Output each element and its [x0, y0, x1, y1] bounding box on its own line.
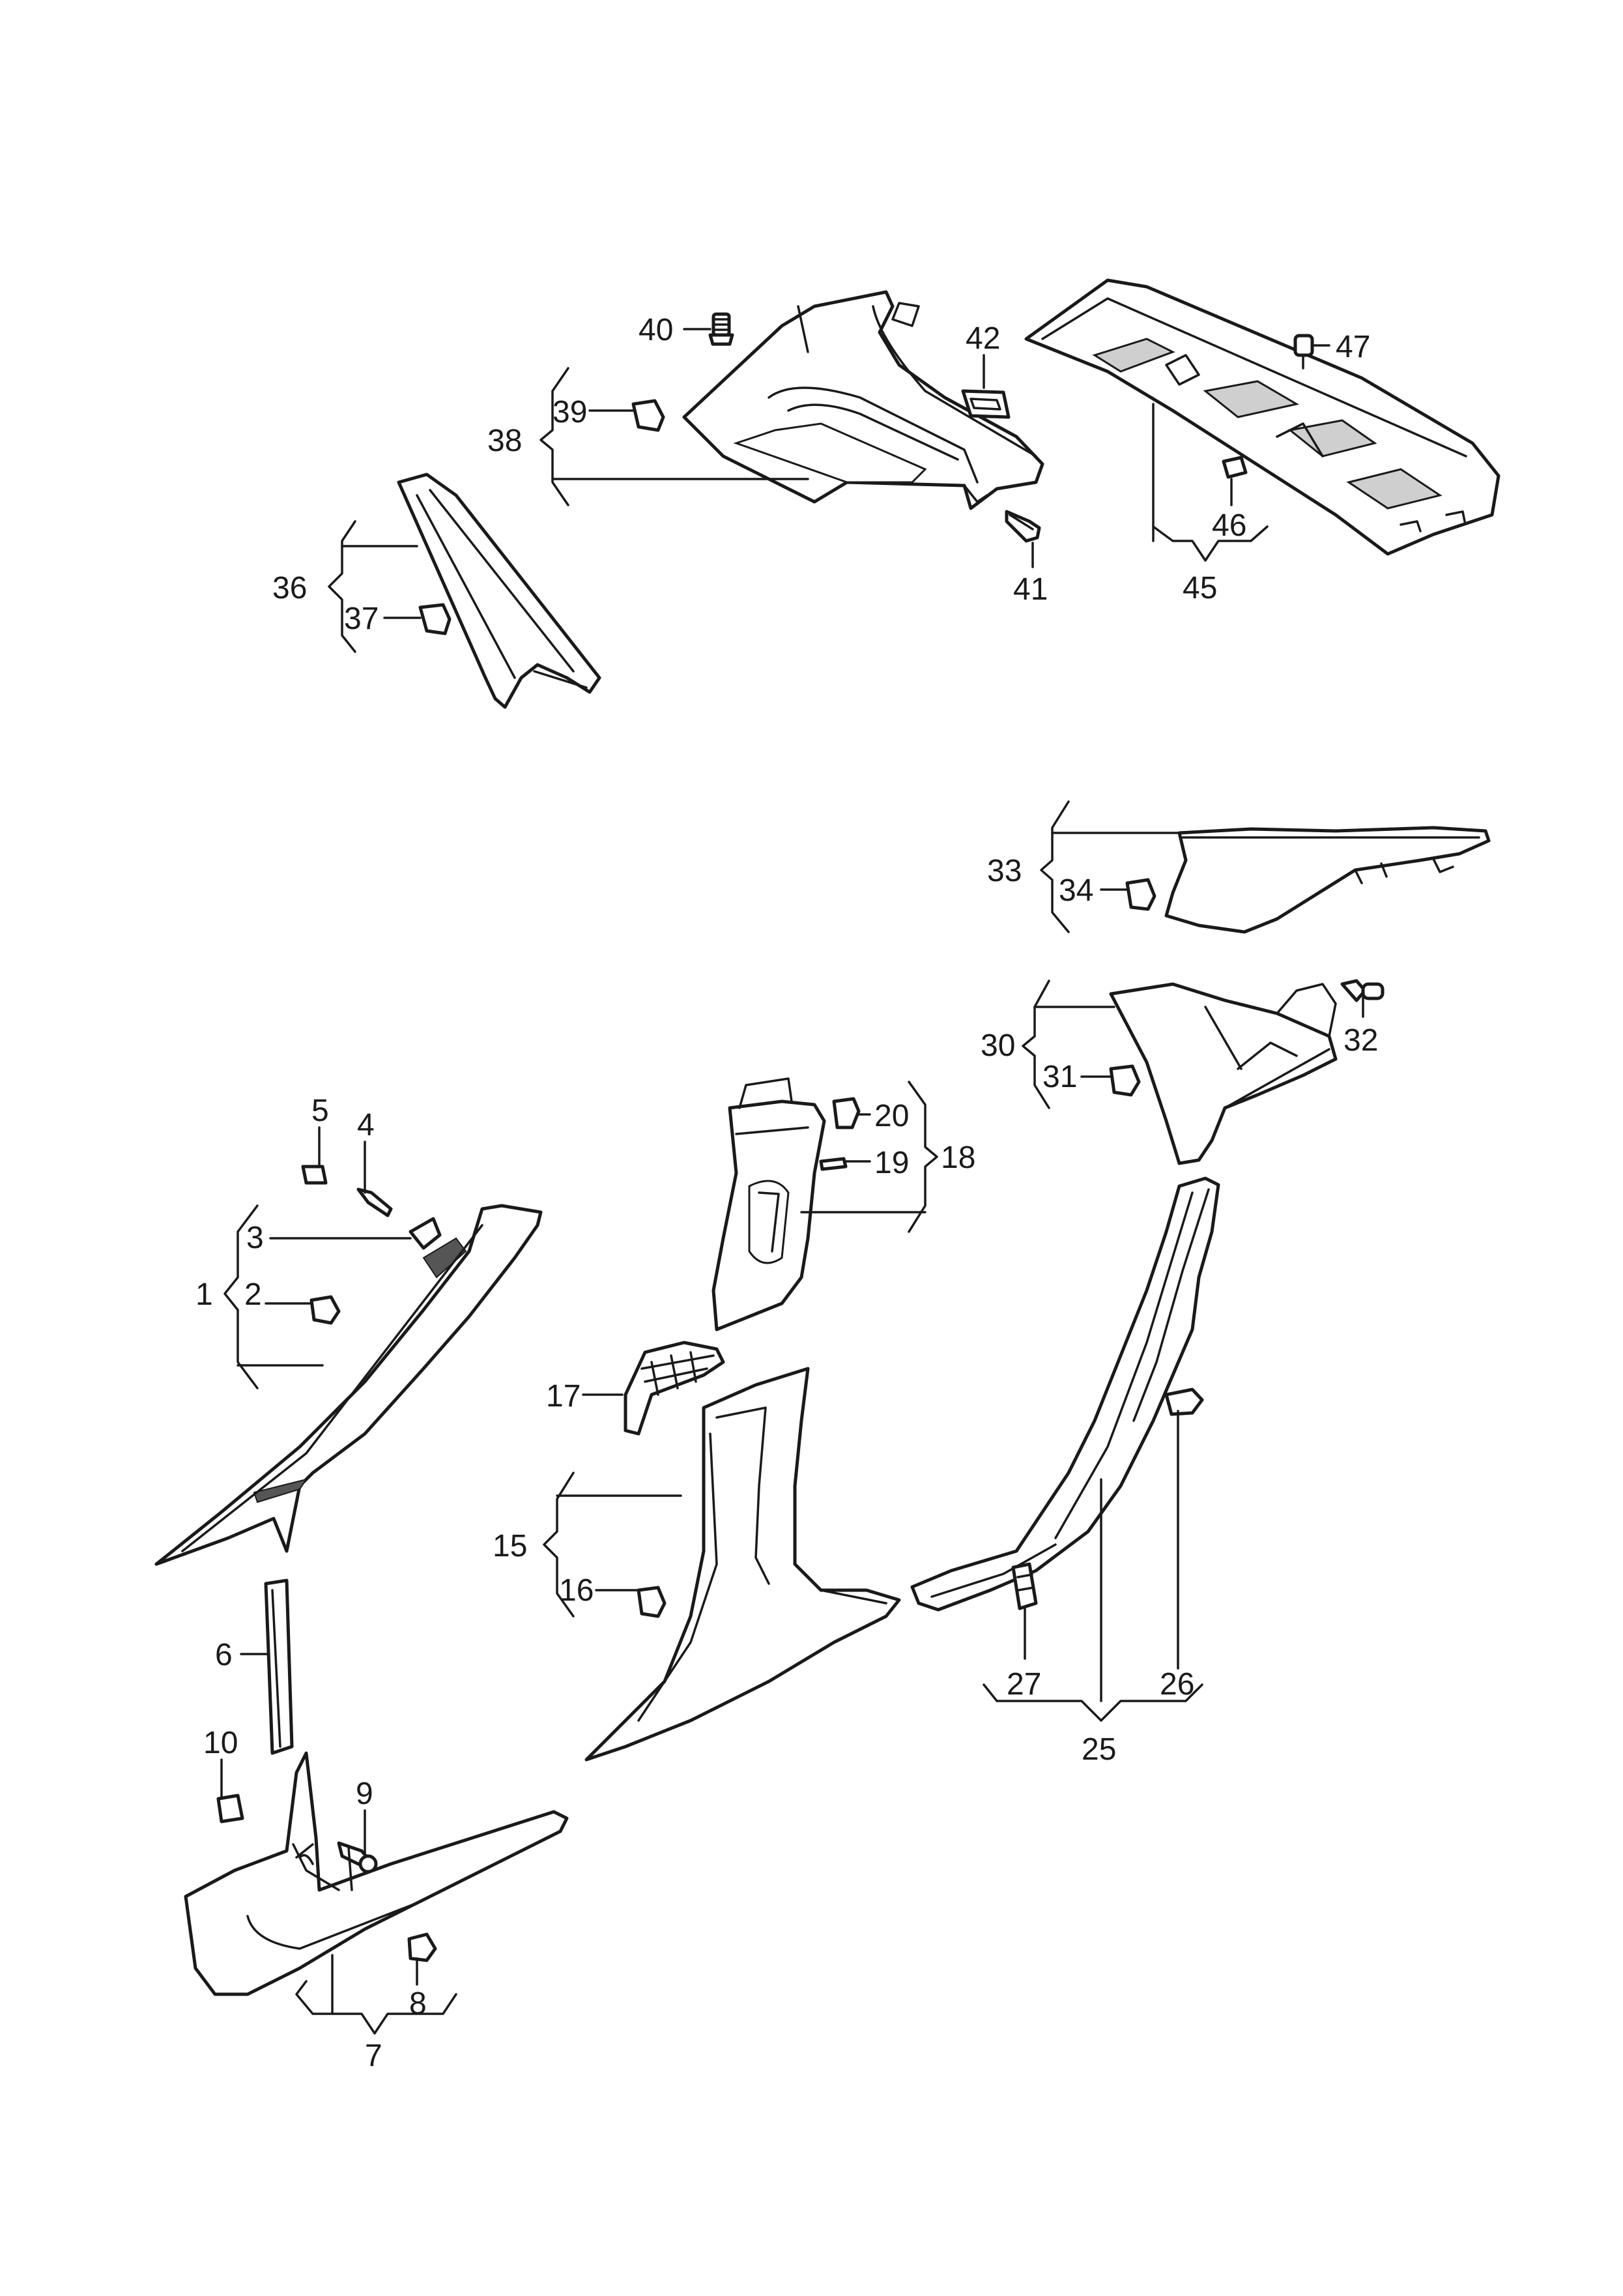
callout-9: 9 [356, 1777, 373, 1811]
callout-39: 39 [553, 395, 587, 429]
callout-15: 15 [493, 1529, 527, 1563]
part-20-clip [832, 1097, 861, 1129]
callout-34: 34 [1059, 873, 1093, 908]
part-17-bracket [624, 1341, 725, 1436]
callout-6: 6 [215, 1638, 233, 1672]
callout-7: 7 [365, 2039, 382, 2073]
callout-5: 5 [311, 1094, 329, 1128]
part-40-screw [708, 312, 734, 346]
part-33-trim [1164, 826, 1491, 934]
part-26-clip [1164, 1388, 1204, 1416]
part-34-clip [1125, 878, 1156, 911]
callout-labels: 1 2 3 4 5 6 7 8 9 10 15 16 17 18 19 20 2… [195, 313, 1378, 2073]
callout-41: 41 [1013, 572, 1048, 607]
part-31-clip [1109, 1064, 1141, 1097]
part-15-b-pillar-lower [584, 1367, 901, 1762]
callout-27: 27 [1007, 1667, 1041, 1702]
callout-19: 19 [874, 1146, 909, 1180]
part-30-trim [1109, 982, 1338, 1165]
part-9-bolt [337, 1841, 378, 1874]
part-8-clip [407, 1932, 437, 1962]
callout-16: 16 [559, 1573, 594, 1608]
part-16-clip [637, 1586, 667, 1618]
part-27-clip [1011, 1562, 1038, 1610]
part-41-bolt [1005, 510, 1041, 543]
callout-36: 36 [272, 571, 307, 605]
callout-20: 20 [874, 1099, 909, 1133]
part-37-clip [418, 603, 452, 635]
part-18-b-pillar-upper [711, 1077, 826, 1331]
callout-1: 1 [195, 1277, 213, 1312]
callout-40: 40 [639, 313, 673, 347]
callout-38: 38 [487, 424, 522, 458]
part-4-bolt [356, 1187, 393, 1217]
callout-4: 4 [357, 1108, 375, 1142]
callout-3: 3 [246, 1221, 264, 1255]
callout-18: 18 [941, 1141, 975, 1175]
callout-46: 46 [1212, 508, 1246, 543]
part-5-push-pin [301, 1165, 328, 1185]
part-45-rear-trim [1024, 278, 1501, 556]
callout-8: 8 [409, 1986, 427, 2021]
part-6-strip [264, 1578, 294, 1755]
callout-17: 17 [546, 1379, 581, 1414]
part-38-c-pillar-trim [682, 290, 1044, 510]
callout-33: 33 [987, 854, 1022, 888]
callout-26: 26 [1160, 1667, 1194, 1702]
part-19-plate [819, 1157, 848, 1171]
part-7-sill-trim [184, 1751, 569, 1996]
callout-42: 42 [966, 321, 1000, 356]
callout-37: 37 [344, 602, 379, 636]
callout-45: 45 [1183, 571, 1217, 605]
part-39-clip [631, 399, 665, 432]
callout-47: 47 [1336, 330, 1370, 364]
part-36-pillar-trim [397, 472, 601, 709]
part-3-bracket [409, 1217, 442, 1250]
callout-32: 32 [1343, 1023, 1378, 1058]
leader-lines [220, 328, 1364, 2035]
part-2-clip [309, 1295, 341, 1325]
callout-31: 31 [1042, 1060, 1077, 1094]
part-10-clip [216, 1794, 244, 1824]
callout-10: 10 [203, 1726, 238, 1760]
part-42-grommet [961, 389, 1011, 419]
part-46-clip [1222, 456, 1248, 479]
part-1-a-pillar-trim [154, 1204, 543, 1566]
callout-30: 30 [981, 1028, 1015, 1063]
callout-2: 2 [244, 1277, 262, 1312]
callout-25: 25 [1082, 1732, 1116, 1767]
